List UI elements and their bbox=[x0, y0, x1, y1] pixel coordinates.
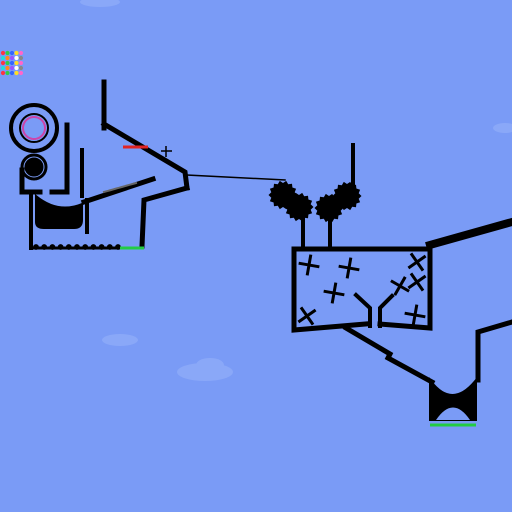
palette-marble[interactable] bbox=[14, 50, 19, 56]
palette-marble[interactable] bbox=[14, 65, 19, 71]
palette-marble[interactable] bbox=[0, 60, 6, 66]
palette-marble[interactable] bbox=[0, 50, 6, 56]
long-slope bbox=[425, 217, 512, 250]
gear[interactable] bbox=[284, 192, 314, 222]
palette-marble[interactable] bbox=[5, 55, 10, 61]
palette-marble[interactable] bbox=[9, 50, 15, 56]
spinner-cross[interactable] bbox=[404, 304, 426, 326]
palette-marble[interactable] bbox=[5, 65, 10, 71]
track-bead bbox=[74, 244, 80, 250]
cloud bbox=[80, 0, 120, 7]
spinner-cross[interactable] bbox=[323, 282, 345, 304]
ball-holder bbox=[20, 153, 48, 181]
box-right bbox=[377, 246, 433, 331]
funnel-left-walls bbox=[29, 194, 89, 250]
palette-marble[interactable] bbox=[18, 55, 24, 61]
palette-marble[interactable] bbox=[9, 55, 15, 61]
box-left bbox=[291, 246, 369, 333]
left-machine bbox=[9, 79, 286, 250]
palette-marble[interactable] bbox=[14, 55, 19, 61]
palette-marble[interactable] bbox=[5, 50, 10, 56]
palette-marble[interactable] bbox=[9, 65, 15, 71]
rope bbox=[186, 174, 286, 181]
black-ball[interactable] bbox=[24, 157, 44, 177]
spinner-cross[interactable] bbox=[294, 303, 319, 328]
funnel-left bbox=[35, 193, 83, 229]
track-bead bbox=[82, 244, 89, 250]
track-bead bbox=[41, 244, 48, 250]
gear-cluster bbox=[268, 180, 362, 223]
palette-marble[interactable] bbox=[5, 70, 10, 76]
lower-chute bbox=[342, 324, 436, 386]
ring-wheel[interactable] bbox=[9, 103, 59, 153]
left-wall-b bbox=[49, 122, 70, 195]
track-bead bbox=[49, 244, 56, 250]
palette-marble[interactable] bbox=[18, 50, 24, 56]
ring-wheel-inner bbox=[19, 113, 49, 143]
track-bead bbox=[115, 244, 121, 250]
track-bead bbox=[65, 244, 72, 250]
palette-marble[interactable] bbox=[0, 55, 6, 61]
right-machine bbox=[291, 143, 512, 421]
aim-cross[interactable] bbox=[161, 146, 172, 157]
palette-marble[interactable] bbox=[0, 65, 6, 71]
box-inner-left bbox=[353, 292, 372, 328]
box-inner-right bbox=[378, 293, 395, 328]
marble-palette[interactable] bbox=[0, 50, 24, 76]
track-bead bbox=[106, 244, 113, 250]
ring-marbles bbox=[22, 116, 46, 140]
track-bead bbox=[90, 244, 97, 250]
spinner-cross[interactable] bbox=[388, 274, 413, 299]
left-wall-a bbox=[19, 167, 43, 195]
slope-lower bbox=[139, 184, 191, 249]
palette-marble[interactable] bbox=[9, 70, 15, 76]
palette-marble[interactable] bbox=[14, 70, 19, 76]
funnel-right-inner bbox=[436, 407, 470, 420]
palette-marble[interactable] bbox=[18, 70, 24, 76]
track-bead bbox=[98, 244, 105, 250]
track-beads bbox=[33, 244, 121, 250]
spinner-group bbox=[294, 249, 429, 328]
cloud bbox=[493, 123, 512, 133]
cloud bbox=[196, 358, 224, 372]
palette-marble[interactable] bbox=[14, 60, 19, 66]
palette-marble[interactable] bbox=[0, 70, 6, 76]
slope-upper bbox=[100, 120, 190, 191]
track-bead bbox=[57, 244, 64, 250]
palette-marble[interactable] bbox=[18, 65, 24, 71]
palette-marble[interactable] bbox=[9, 60, 15, 66]
palette-marble[interactable] bbox=[18, 60, 24, 66]
cloud bbox=[102, 334, 138, 346]
spinner-cross[interactable] bbox=[338, 257, 360, 279]
ramp-grey bbox=[80, 175, 157, 206]
spinner-cross[interactable] bbox=[298, 254, 320, 276]
track-bead bbox=[33, 244, 39, 250]
spinner-cross[interactable] bbox=[404, 269, 429, 294]
funnel-right bbox=[429, 376, 477, 421]
right-chute-wall bbox=[475, 319, 512, 383]
palette-marble[interactable] bbox=[5, 60, 10, 66]
ramp-dots bbox=[102, 181, 138, 194]
spinner-cross[interactable] bbox=[404, 249, 429, 274]
clouds bbox=[80, 0, 512, 381]
